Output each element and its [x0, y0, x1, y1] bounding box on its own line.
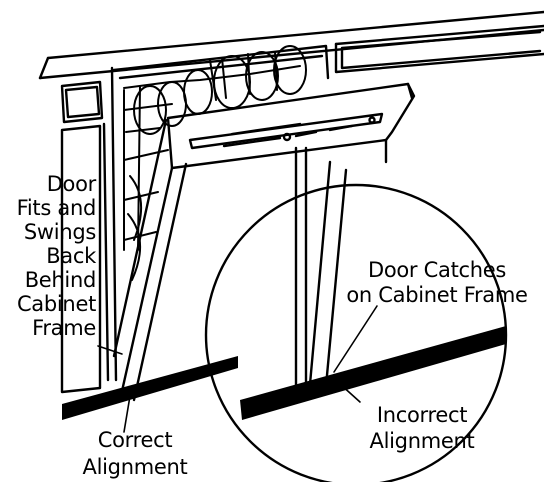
label-correct-alignment: Correct Alignment	[82, 428, 188, 479]
dishwasher-tub	[112, 44, 330, 80]
cabinet-drawer-left	[60, 80, 104, 124]
dish-rack	[123, 45, 307, 281]
label-door-fits-and-swings-back: Door Fits and Swings Back Behind Cabinet…	[16, 172, 97, 340]
toe-kick	[62, 356, 238, 420]
leader-correct	[123, 395, 131, 433]
label-incorrect-alignment: Incorrect Alignment	[369, 403, 475, 453]
label-door-catches-on-cabinet-frame: Door Catches on Cabinet Frame	[346, 258, 528, 307]
leader-door-fits	[97, 345, 123, 355]
leader-door-catches	[333, 305, 378, 373]
cabinet-drawer-right	[334, 24, 544, 74]
leader-incorrect	[339, 383, 361, 403]
leader-lines	[97, 305, 378, 433]
dishwasher-door	[112, 82, 416, 402]
cabinet-frame-left	[60, 66, 118, 394]
